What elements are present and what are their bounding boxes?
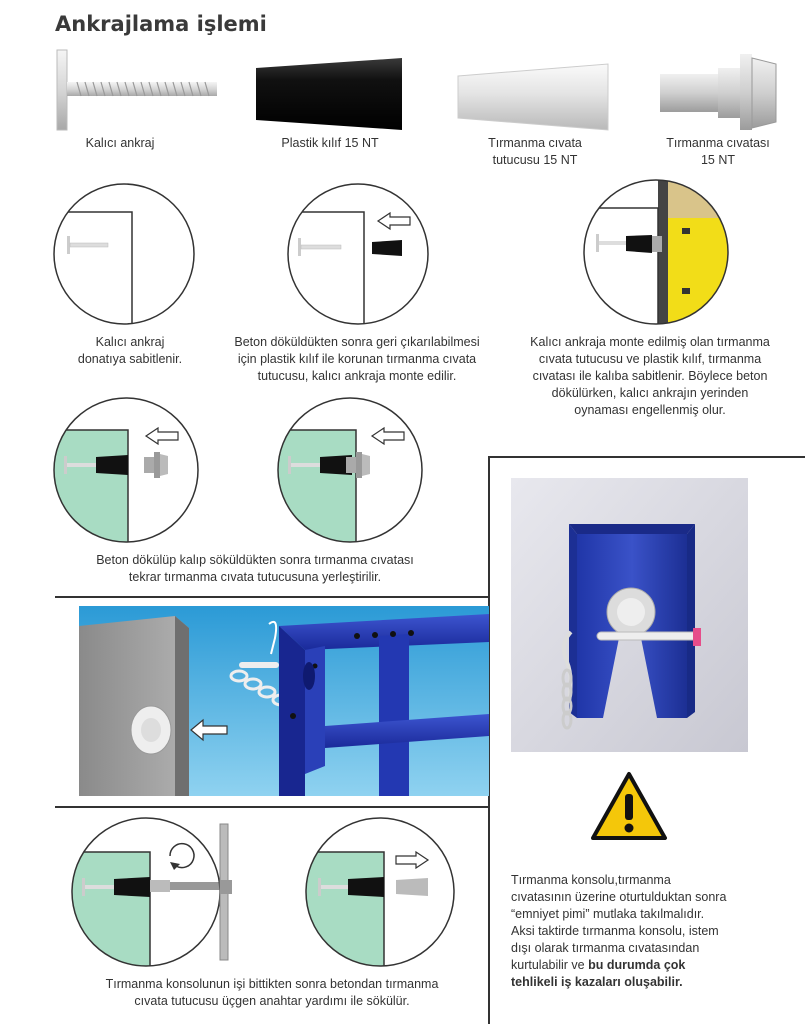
part-label-permanent-anchor: Kalıcı ankraj [85, 136, 155, 150]
step3-circle-diagram [582, 178, 730, 326]
divider-middle-left [55, 596, 489, 598]
warning-icon [589, 770, 669, 842]
step1-circle-diagram [52, 182, 196, 326]
console-mounting-render [79, 606, 489, 796]
climbing-bolt-image [658, 50, 780, 134]
page-title: Ankrajlama işlemi [55, 12, 267, 36]
step2-caption: Beton döküldükten sonra geri çıkarılabil… [234, 335, 480, 383]
step4b-circle-diagram [276, 396, 424, 544]
bolt-holder-image [456, 62, 612, 132]
divider-top-right [488, 456, 805, 458]
plastic-sleeve-image [254, 58, 406, 130]
part-label-bolt-holder: Tırmanma cıvata tutucusu 15 NT [488, 136, 582, 167]
step5-caption: Tırmanma konsolunun işi bittikten sonra … [105, 977, 439, 1008]
divider-lower-left [55, 806, 489, 808]
part-label-plastic-sleeve: Plastik kılıf 15 NT [281, 136, 379, 150]
step4a-circle-diagram [52, 396, 200, 544]
warning-emphasis-2: tehlikeli iş kazaları oluşabilir. [511, 975, 683, 989]
step3-caption: Kalıcı ankraja monte edilmiş olan tırman… [530, 335, 770, 417]
step5b-circle-diagram [304, 816, 456, 968]
console-safety-pin-photo [511, 478, 748, 752]
permanent-anchor-image [55, 48, 225, 132]
step2-circle-diagram [286, 182, 430, 326]
warning-text: Tırmanma konsolu,tırmanma cıvatasının üz… [511, 873, 727, 989]
step5a-circle-diagram [70, 816, 242, 968]
part-label-climbing-bolt: Tırmanma cıvatası 15 NT [666, 136, 770, 167]
step4-caption: Beton dökülüp kalıp söküldükten sonra tı… [96, 553, 414, 584]
step1-caption: Kalıcı ankraj donatıya sabitlenir. [77, 335, 183, 366]
warning-emphasis: bu durumda çok [588, 958, 686, 972]
